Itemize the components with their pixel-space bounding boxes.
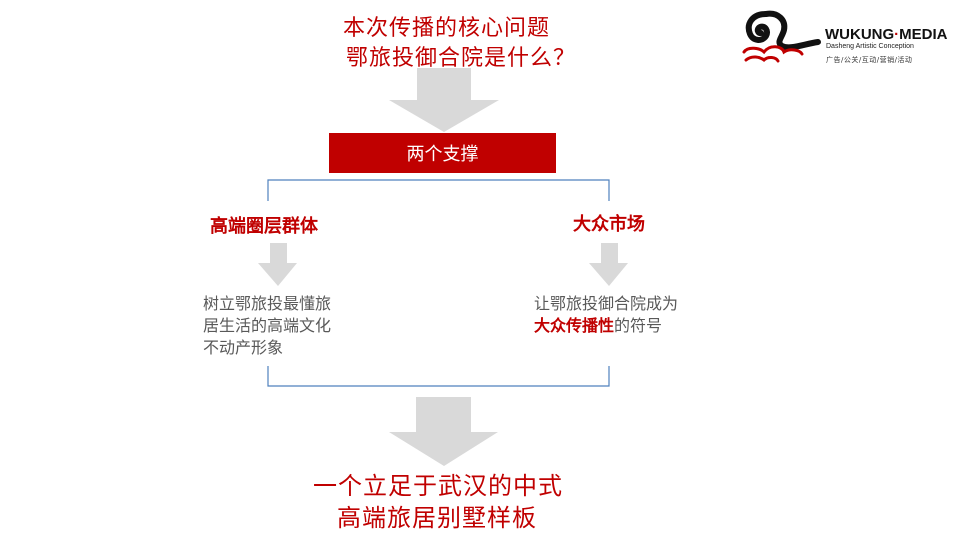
conclusion-line-2: 高端旅居别墅样板 xyxy=(337,504,537,532)
desc-highlight: 大众传播性 xyxy=(534,316,615,335)
logo-tagline: 广告/公关/互动/营销/活动 xyxy=(826,56,913,64)
logo-subtitle: Dasheng Artistic Conception xyxy=(826,43,914,50)
desc-rest: 的符号 xyxy=(614,316,663,335)
branch-left-label: 高端圈层群体 xyxy=(210,216,318,237)
desc-line: 居生活的高端文化 xyxy=(203,316,332,335)
arrow-down-top xyxy=(389,68,499,132)
branch-right-desc: 让鄂旅投御合院成为 大众传播性的符号 xyxy=(534,293,678,337)
desc-line: 让鄂旅投御合院成为 xyxy=(534,294,679,313)
connector-top xyxy=(267,179,610,201)
title-line-2: 鄂旅投御合院是什么？ xyxy=(346,46,577,71)
arrow-down-right xyxy=(589,243,628,286)
logo: WUKUNG·MEDIA Dasheng Artistic Conception… xyxy=(738,8,953,68)
branch-left-desc: 树立鄂旅投最懂旅 居生活的高端文化 不动产形象 xyxy=(203,293,331,359)
conclusion-line-1: 一个立足于武汉的中式 xyxy=(313,472,563,500)
logo-name: WUKUNG·MEDIA xyxy=(825,26,948,43)
desc-line: 大众传播性的符号 xyxy=(534,315,678,337)
arrow-down-bottom xyxy=(389,397,498,466)
connector-bottom xyxy=(267,366,610,387)
center-box: 两个支撑 xyxy=(329,133,556,173)
desc-line: 树立鄂旅投最懂旅 xyxy=(203,294,332,313)
desc-line: 不动产形象 xyxy=(203,338,284,357)
arrow-down-left xyxy=(258,243,297,286)
title-line-1: 本次传播的核心问题 xyxy=(343,16,551,41)
branch-right-label: 大众市场 xyxy=(573,214,645,235)
cloud-logo-icon xyxy=(742,10,821,63)
